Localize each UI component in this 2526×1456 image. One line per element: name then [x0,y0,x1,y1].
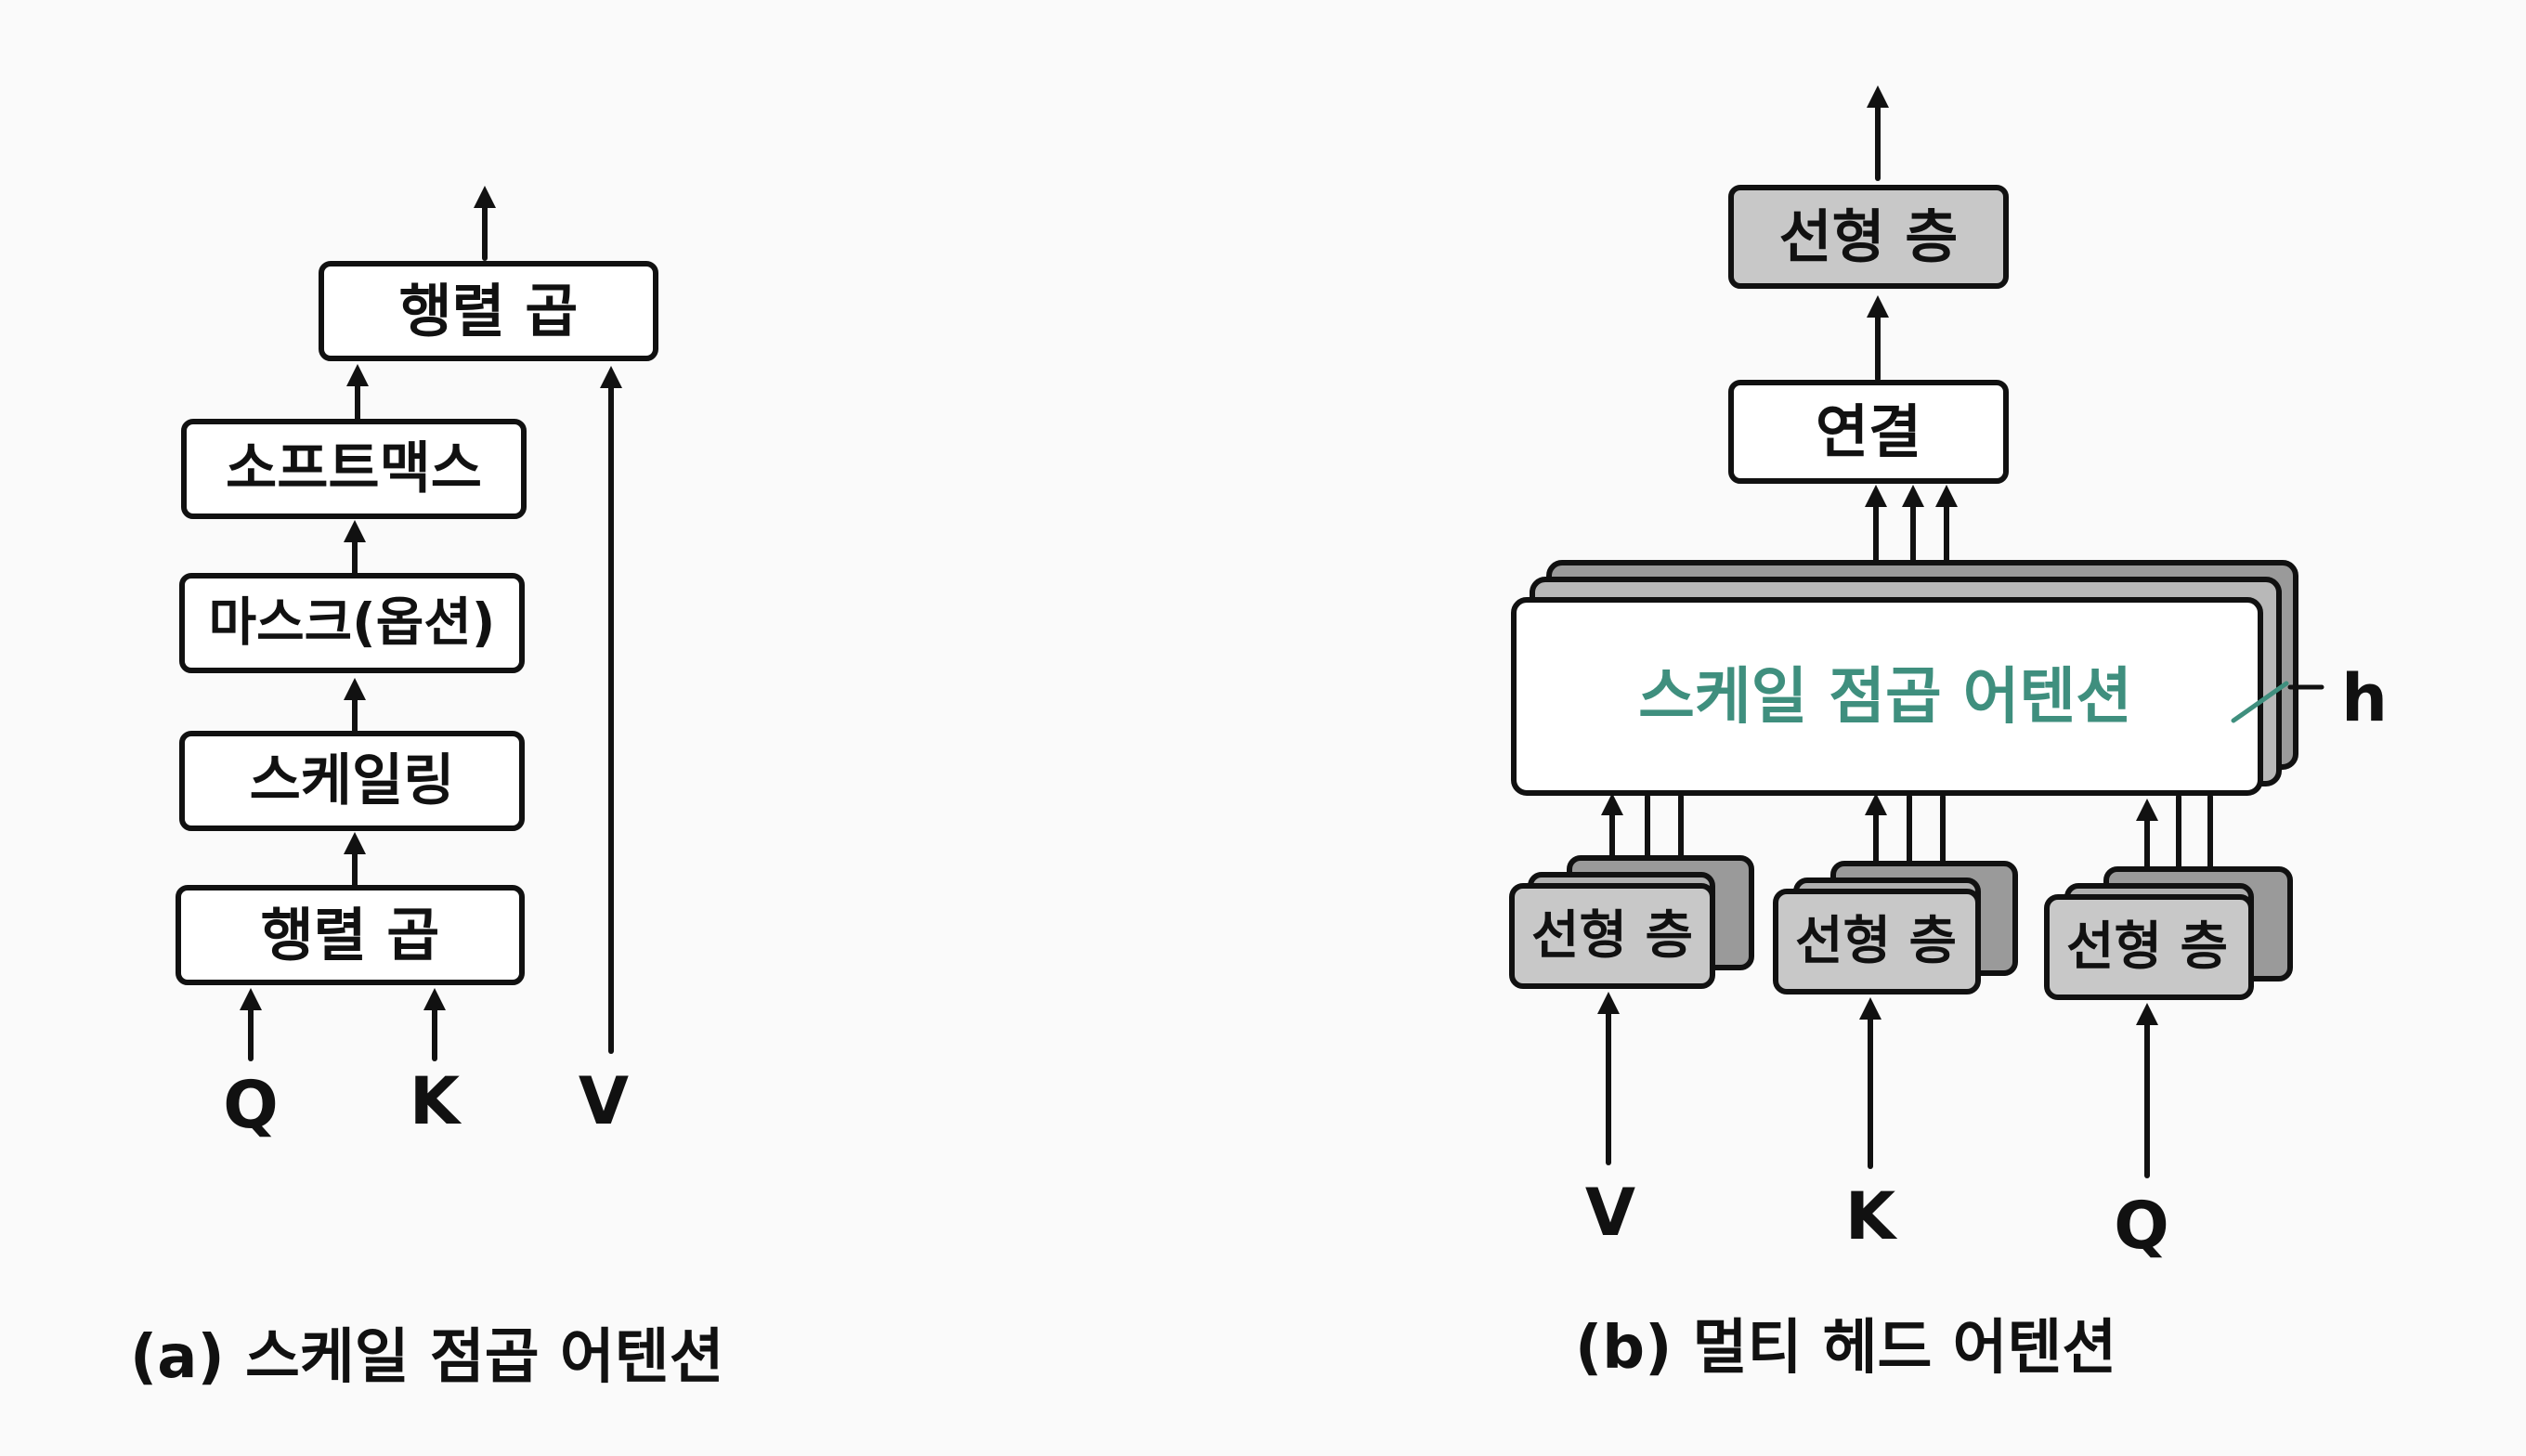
heads-slash [2231,681,2289,723]
attention-stack: 스케일 점곱 어텐션 [1511,560,2298,796]
input-v-label-b: V [1585,1175,1635,1251]
mask-block: 마스크(옵션) [179,573,525,673]
input-q-label-b: Q [2114,1188,2169,1264]
input-q-label: Q [223,1067,279,1143]
linear-q-stack: 선형 층 [2044,866,2293,1000]
diagram-a-scaled-dot-product-attention: 행렬 곱 소프트맥스 마스크(옵션) 스케일링 행렬 곱 [130,186,724,1392]
matmul-top-label: 행렬 곱 [399,278,579,345]
linear-k-stack: 선형 층 [1773,861,2018,994]
input-k-label-b: K [1845,1178,1898,1254]
linear-top-block: 선형 층 [1728,185,2009,289]
softmax-block: 소프트맥스 [181,419,527,519]
concat-label: 연결 [1816,398,1921,466]
matmul-top-block: 행렬 곱 [319,261,658,361]
linear-k-label: 선형 층 [1795,912,1957,972]
scaling-label: 스케일링 [250,748,455,813]
linear-q-label: 선형 층 [2066,917,2228,978]
diagram-b-multi-head-attention: 선형 층 연결 스케일 점곱 어텐션 h [1509,85,2388,1383]
caption-a: (a) 스케일 점곱 어텐션 [130,1323,724,1392]
matmul-bottom-block: 행렬 곱 [176,885,525,985]
caption-b: (b) 멀티 헤드 어텐션 [1575,1314,2116,1383]
softmax-label: 소프트맥스 [226,436,482,501]
matmul-bottom-label: 행렬 곱 [261,902,440,969]
concat-block: 연결 [1728,380,2009,484]
scaling-block: 스케일링 [179,731,525,831]
linear-v-stack: 선형 층 [1509,855,1754,989]
heads-label: h [2341,660,2388,736]
attention-head-front [1511,597,2263,796]
linear-v-label: 선형 층 [1531,906,1693,967]
input-v-label: V [579,1063,629,1139]
input-k-label: K [410,1063,462,1139]
attention-label: 스케일 점곱 어텐션 [1638,661,2132,733]
mask-label: 마스크(옵션) [209,593,496,654]
linear-top-label: 선형 층 [1779,203,1959,271]
